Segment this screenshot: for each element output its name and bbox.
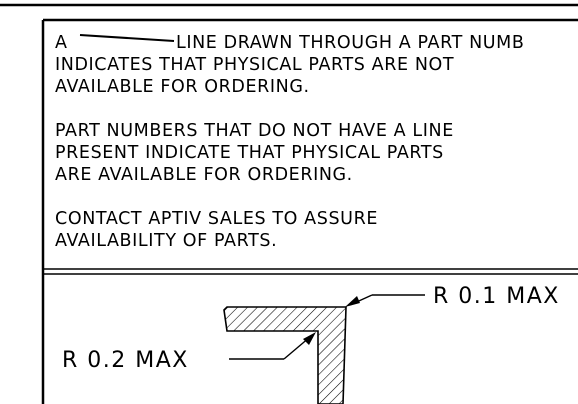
inner-radius-arrowhead	[303, 332, 316, 345]
corner-radius-detail: R 0.1 MAX R 0.2 MAX	[62, 284, 560, 404]
note-line-8: AVAILABILITY OF PARTS.	[55, 231, 277, 251]
strike-line-example	[79, 34, 175, 42]
outer-radius-label: R 0.1 MAX	[433, 284, 560, 309]
inner-radius-label: R 0.2 MAX	[62, 348, 189, 373]
sheet-frame	[0, 3, 578, 404]
note-line-5: PRESENT INDICATE THAT PHYSICAL PARTS	[55, 143, 444, 163]
outer-radius-arrowhead	[345, 296, 360, 307]
availability-note: A LINE DRAWN THROUGH A PART NUMB INDICAT…	[55, 33, 524, 251]
note-line-1: LINE DRAWN THROUGH A PART NUMB	[176, 33, 524, 53]
note-lead-letter: A	[55, 33, 68, 53]
note-line-6: ARE AVAILABLE FOR ORDERING.	[55, 165, 353, 185]
note-line-4: PART NUMBERS THAT DO NOT HAVE A LINE	[55, 121, 454, 141]
note-line-3: AVAILABLE FOR ORDERING.	[55, 77, 310, 97]
note-line-7: CONTACT APTIV SALES TO ASSURE	[55, 209, 378, 229]
hatched-section	[223, 306, 347, 404]
note-line-2: INDICATES THAT PHYSICAL PARTS ARE NOT	[55, 55, 454, 75]
